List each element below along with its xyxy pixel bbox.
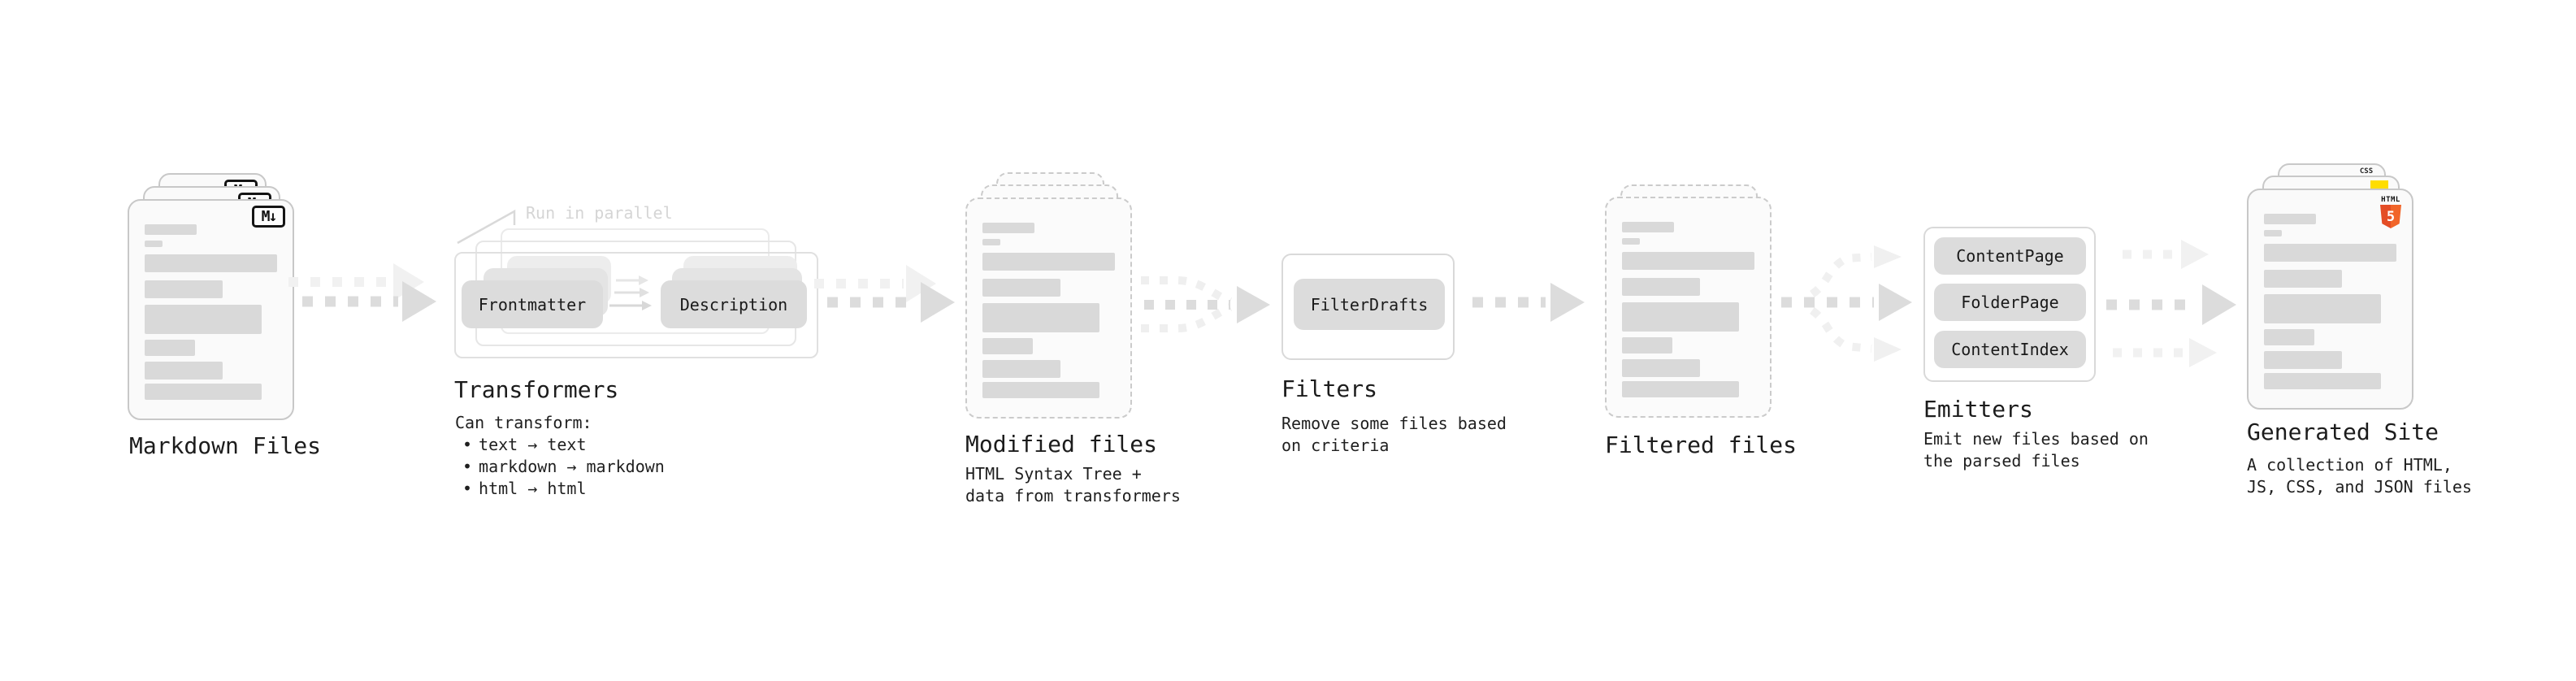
transformers-note: Can transform: • text → text • markdown → … [455,412,665,500]
run-in-parallel-annotation: Run in parallel [526,203,673,223]
bullet-text: text → text [479,435,587,454]
arrow-transformers-to-modified [814,265,955,323]
placeholder-text-lines [1622,222,1754,397]
frontmatter-chip: Frontmatter [462,280,603,328]
filters-label: Filters [1281,375,1378,402]
filters-sublabel: Remove some files based on criteria [1281,413,1507,457]
arrow-markdown-to-transformers [288,263,436,322]
html5-icon-word: HTML [2381,196,2400,204]
markdown-icon: M↓ [252,206,285,228]
generated-site-sublabel: A collection of HTML, JS, CSS, and JSON … [2247,454,2472,498]
arrow-emitters-to-generated [2106,240,2236,367]
file-card-front: M↓ [128,199,294,420]
transformer-frame-front [454,252,818,358]
note-bullet: • text → text [455,434,665,456]
file-card-front [1605,197,1772,418]
html5-icon: HTML 5 [2379,196,2403,228]
html5-icon-shield: 5 [2380,205,2401,228]
bullet-text: html → html [479,479,587,498]
javascript-icon [2370,180,2388,190]
arrow-filters-to-filtered [1472,283,1585,322]
bullet-icon: • [462,435,473,454]
filtered-files-label: Filtered files [1605,432,1798,458]
placeholder-text-lines [982,223,1115,398]
bullet-icon: • [462,457,473,476]
emitters-sublabel: Emit new files based on the parsed files [1923,428,2149,472]
note-bullet: • html → html [455,478,665,500]
note-heading: Can transform: [455,413,592,432]
filters-frame [1281,254,1455,360]
placeholder-text-lines [145,224,277,400]
bullet-icon: • [462,479,473,498]
sublabel-line: the parsed files [1923,451,2080,471]
generated-site-label: Generated Site [2247,419,2439,445]
transformers-label: Transformers [454,376,619,403]
sublabel-line: HTML Syntax Tree + [965,464,1142,484]
modified-files-label: Modified files [965,431,1158,458]
markdown-files-label: Markdown Files [129,432,322,459]
file-card-front: HTML 5 [2247,189,2413,410]
file-card-front [965,197,1132,419]
bullet-text: markdown → markdown [479,457,665,476]
sublabel-line: Remove some files based [1281,414,1507,433]
placeholder-text-lines [2264,214,2396,389]
sublabel-line: data from transformers [965,486,1181,505]
description-chip: Description [661,280,807,328]
filterdrafts-chip: FilterDrafts [1294,279,1445,330]
sublabel-line: A collection of HTML, [2247,455,2452,475]
modified-files-sublabel: HTML Syntax Tree + data from transformer… [965,463,1181,507]
arrow-modified-to-filters [1141,276,1270,332]
contentpage-chip: ContentPage [1934,237,2086,275]
emitters-frame [1923,227,2096,382]
arrow-filtered-to-emitters [1781,245,1912,362]
sublabel-line: JS, CSS, and JSON files [2247,477,2472,497]
emitters-label: Emitters [1923,396,2033,423]
sublabel-line: on criteria [1281,436,1390,455]
folderpage-chip: FolderPage [1934,284,2086,321]
sublabel-line: Emit new files based on [1923,429,2149,449]
note-bullet: • markdown → markdown [455,456,665,478]
contentindex-chip: ContentIndex [1934,331,2086,368]
